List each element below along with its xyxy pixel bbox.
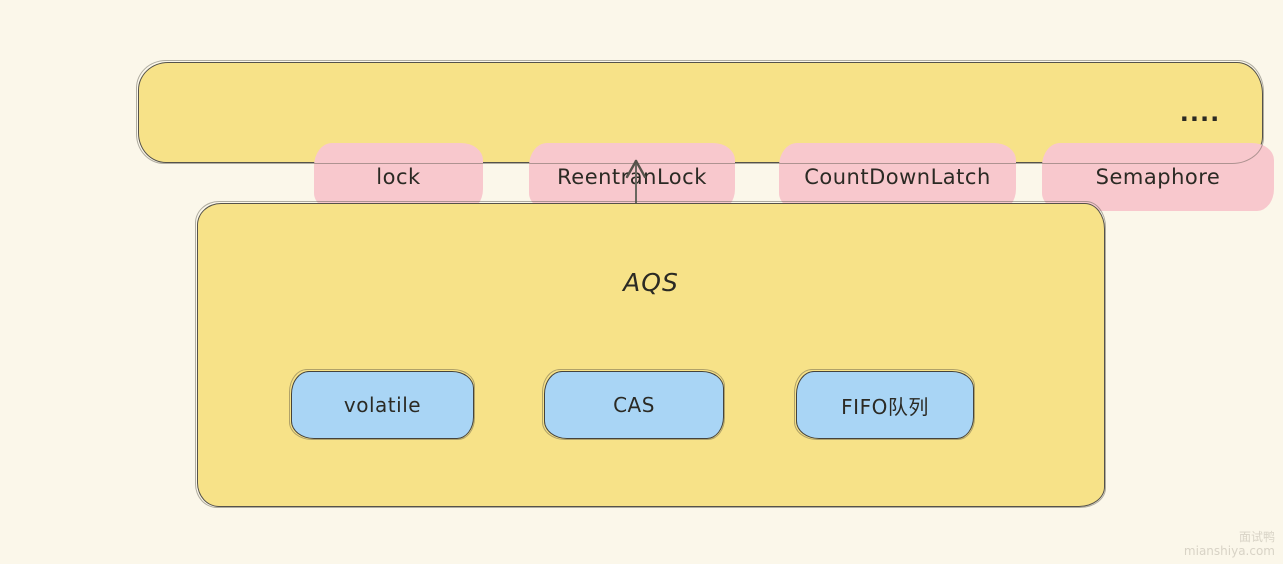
node-fifo-queue: FIFO队列 <box>794 369 975 440</box>
watermark: 面试鸭 mianshiya.com <box>1184 530 1275 558</box>
watermark-domain: mianshiya.com <box>1183 544 1275 558</box>
watermark-brand: 面试鸭 <box>1238 530 1275 544</box>
node-countdownlatch-label: CountDownLatch <box>804 165 991 189</box>
node-semaphore: Semaphore <box>1042 143 1274 211</box>
node-semaphore-label: Semaphore <box>1095 165 1221 189</box>
node-fifo-queue-label: FIFO队列 <box>841 394 929 419</box>
aqs-container: AQS volatile CAS FIFO队列 <box>195 201 1106 508</box>
node-volatile: volatile <box>289 369 475 440</box>
node-cas-label: CAS <box>613 393 655 417</box>
aqs-title: AQS <box>623 268 679 297</box>
more-items-ellipsis: .... <box>1179 98 1221 127</box>
node-lock: lock <box>314 143 483 211</box>
node-lock-label: lock <box>376 165 421 189</box>
node-volatile-label: volatile <box>343 393 422 417</box>
lock-implementations-group: lock ReentranLock CountDownLatch Semapho… <box>136 60 1274 211</box>
node-reentranlock: ReentranLock <box>529 143 735 211</box>
node-countdownlatch: CountDownLatch <box>779 143 1016 211</box>
arrow-up-icon <box>625 159 647 208</box>
node-cas: CAS <box>542 369 725 440</box>
